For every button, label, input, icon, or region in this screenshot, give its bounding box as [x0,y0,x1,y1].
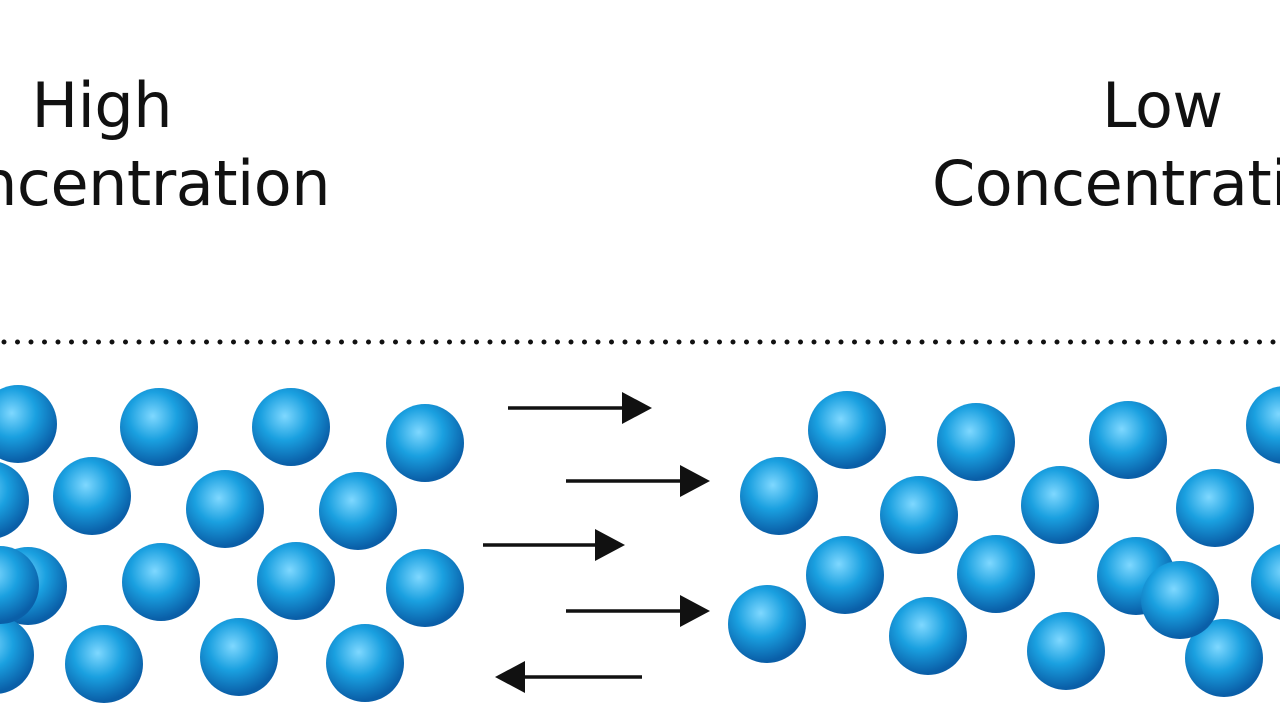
low-side-particle [937,403,1015,481]
high-concentration-label: High Concentration [0,67,331,223]
low-side-particle [1089,401,1167,479]
low-side-particle [889,597,967,675]
high-side-particle [0,546,39,624]
particles [0,385,1280,703]
high-label-line2: Concentration [0,147,331,220]
high-side-particle [319,472,397,550]
high-side-particle [326,624,404,702]
high-side-particle [0,462,29,538]
arrow-right [483,529,625,561]
low-label-line1: Low [1102,69,1223,142]
arrow-right [508,392,652,424]
low-concentration-label: Low Concentration [932,67,1280,223]
low-side-particle [740,457,818,535]
arrow-right [566,465,710,497]
low-side-particle [957,535,1035,613]
high-side-particle [122,543,200,621]
low-side-particle [728,585,806,663]
low-side-particle [1176,469,1254,547]
low-side-particle [1027,612,1105,690]
low-side-particle [1141,561,1219,639]
high-side-particle [257,542,335,620]
high-side-particle [386,404,464,482]
high-side-particle [200,618,278,696]
high-side-particle [65,625,143,703]
arrow-right [566,595,710,627]
high-side-particle [386,549,464,627]
low-side-particle [1021,466,1099,544]
low-side-particle [1251,544,1280,620]
low-side-particle [808,391,886,469]
high-side-particle [186,470,264,548]
high-side-particle [0,616,34,694]
high-side-particle [120,388,198,466]
arrow-left [495,661,642,693]
high-label-line1: High [31,69,173,142]
high-side-particle [53,457,131,535]
high-side-particle [0,385,57,463]
diffusion-arrows [483,392,710,693]
low-side-particle [1185,619,1263,697]
low-label-line2: Concentration [932,147,1280,220]
high-side-particle [252,388,330,466]
low-side-particle [806,536,884,614]
low-side-particle [880,476,958,554]
low-side-particle [1246,386,1280,464]
